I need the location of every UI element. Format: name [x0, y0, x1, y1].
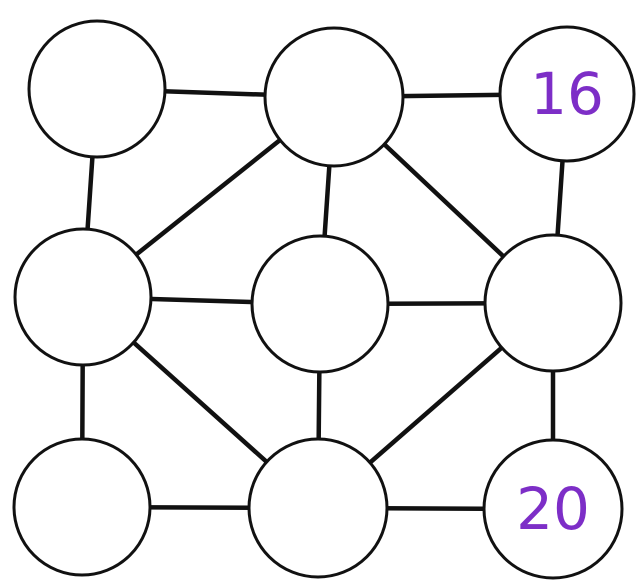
node-bottom-right: 20 [482, 438, 624, 580]
node-middle-left [13, 227, 153, 367]
node-top-right: 16 [498, 25, 636, 163]
node-bottom-center [247, 437, 389, 579]
node-top-center [263, 26, 405, 168]
node-circle-top-center [263, 26, 405, 168]
node-middle-right [483, 233, 623, 373]
node-circle-top-left [27, 19, 167, 159]
node-circle-middle-center [250, 234, 390, 374]
node-label-top-right: 16 [530, 60, 604, 128]
node-circle-top-right [498, 25, 636, 163]
node-label-bottom-right: 20 [516, 475, 590, 543]
node-circle-middle-right [483, 233, 623, 373]
node-top-left [27, 19, 167, 159]
node-circle-bottom-left [12, 437, 152, 577]
node-middle-center [250, 234, 390, 374]
node-circle-bottom-center [247, 437, 389, 579]
node-circle-bottom-right [482, 438, 624, 580]
node-circle-middle-left [13, 227, 153, 367]
node-bottom-left [12, 437, 152, 577]
